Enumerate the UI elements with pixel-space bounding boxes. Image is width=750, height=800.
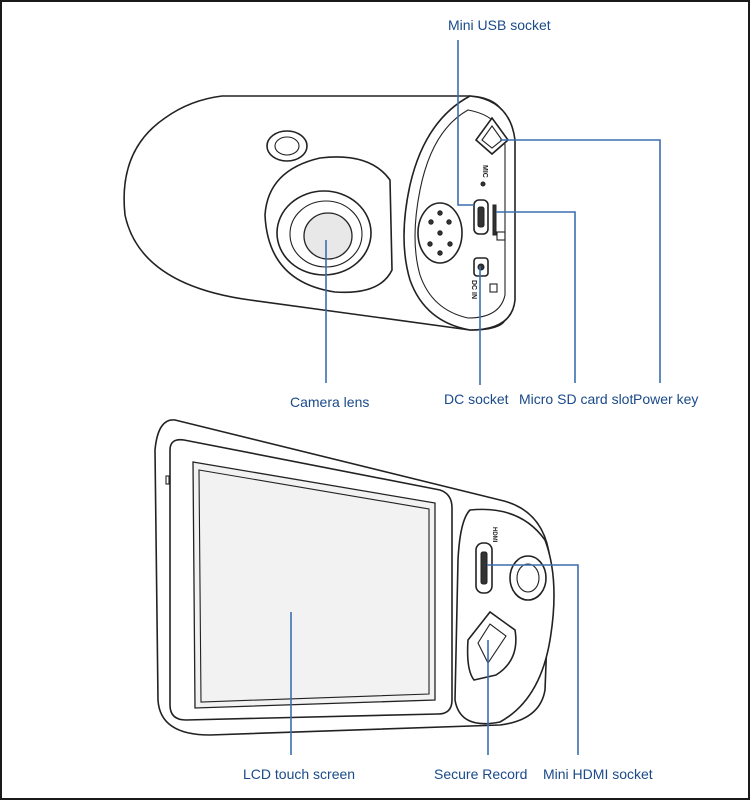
label-mini-usb-socket: Mini USB socket [448, 17, 551, 33]
mic-marking: MIC [481, 165, 488, 178]
label-camera-lens: Camera lens [290, 394, 370, 410]
secure-record-button [466, 610, 517, 681]
top-button-inner [274, 136, 300, 156]
camera-lens-glass [303, 212, 353, 260]
label-power-key: Power key [633, 391, 699, 407]
label-dc-socket: DC socket [444, 391, 509, 407]
callout-lines [290, 40, 661, 755]
callout-line-micro-sd [496, 211, 576, 383]
label-lcd-touch-screen: LCD touch screen [243, 766, 356, 782]
callout-line-power-key [500, 139, 661, 383]
camera-side-panel-inner [414, 109, 506, 319]
label-secure-record: Secure Record [434, 766, 528, 782]
callout-line-mini-usb [457, 40, 474, 206]
label-mini-hdmi-socket: Mini HDMI socket [543, 766, 653, 782]
label-micro-sd-card-slot: Micro SD card slot [519, 391, 634, 407]
camera-bottom-view: HDMI [154, 419, 555, 736]
lcd-touch-screen [192, 461, 436, 709]
micro-sd-slot [492, 204, 497, 236]
hdmi-marking: HDMI [491, 527, 497, 543]
callout-line-mini-hdmi [487, 564, 579, 755]
dc-in-marking: DC IN [470, 280, 477, 299]
top-button [266, 130, 308, 162]
camera-top-view: MIC DC IN [123, 95, 516, 331]
side-round-button [509, 555, 547, 601]
